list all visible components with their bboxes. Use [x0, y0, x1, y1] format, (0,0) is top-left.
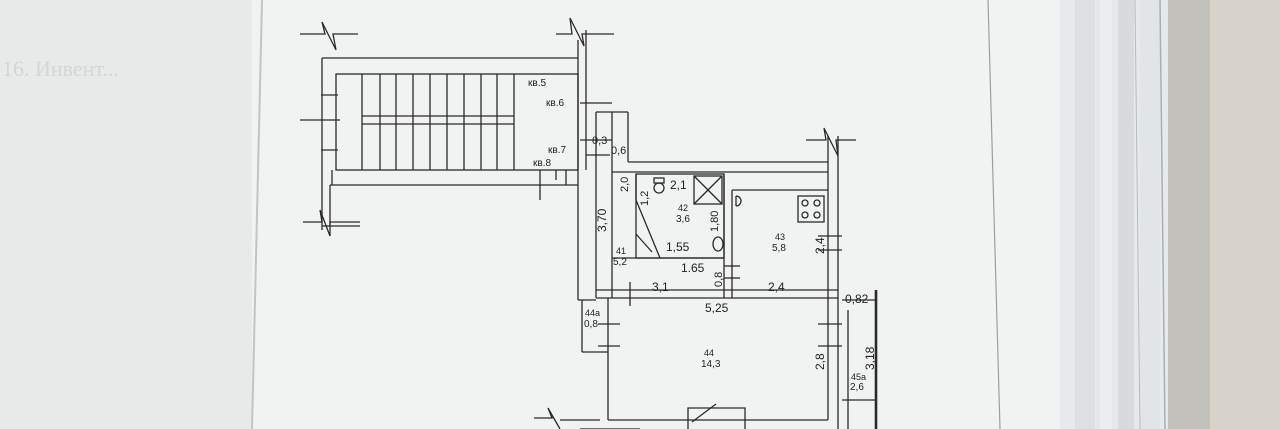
dim-5-25: 5,25	[705, 301, 729, 315]
dim-0-8: 0,8	[713, 271, 725, 287]
sink-fixture	[712, 236, 724, 252]
room-44a-number: 44а	[585, 308, 601, 318]
background-sheet-text: 16. Инвент...	[2, 56, 119, 81]
dim-2-8: 2,8	[813, 353, 827, 370]
dim-2-1: 2,1	[670, 178, 687, 192]
room-43-area: 5,8	[772, 243, 786, 254]
room-44-area: 14,3	[701, 359, 721, 370]
room-43-number: 43	[775, 232, 786, 242]
room-45a-area: 2,6	[850, 382, 864, 393]
dim-2-4-horizontal: 2,4	[768, 280, 785, 294]
dim-3-1: 3,1	[652, 280, 669, 294]
dim-0-82: 0,82	[845, 292, 869, 306]
dim-1-65: 1.65	[681, 261, 705, 275]
room-45a-number: 45а	[851, 372, 867, 382]
dim-0-3: 0,3	[592, 135, 608, 147]
dim-3-18: 3,18	[863, 346, 877, 370]
dim-2-0: 2,0	[619, 176, 631, 192]
stair-treads	[361, 74, 515, 170]
room-44-number: 44	[704, 348, 715, 358]
room-41-area: 5,2	[613, 257, 627, 268]
dim-1-55: 1,55	[666, 240, 690, 254]
plan-lines	[300, 17, 878, 429]
stair-label-kv6: кв.6	[546, 98, 565, 109]
dim-3-70: 3,70	[595, 208, 609, 232]
left-sheet	[0, 0, 262, 429]
main-sheet	[252, 0, 1090, 429]
room-44a-area: 0,8	[584, 319, 598, 330]
stair-label-kv8: кв.8	[533, 158, 552, 169]
room-42-area: 3,6	[676, 214, 690, 225]
dim-1-80: 1,80	[709, 210, 721, 232]
stove-fixture	[797, 195, 825, 223]
stair-label-kv7: кв.7	[548, 145, 567, 156]
room-42-number: 42	[678, 203, 689, 213]
dim-2-4-vertical: 2,4	[813, 237, 827, 254]
stair-label-kv5: кв.5	[528, 78, 547, 89]
room-41-number: 41	[616, 246, 627, 256]
shower-fixture	[693, 175, 723, 205]
dim-1-2: 1,2	[639, 190, 651, 206]
dim-0-6: 0,6	[611, 145, 627, 157]
